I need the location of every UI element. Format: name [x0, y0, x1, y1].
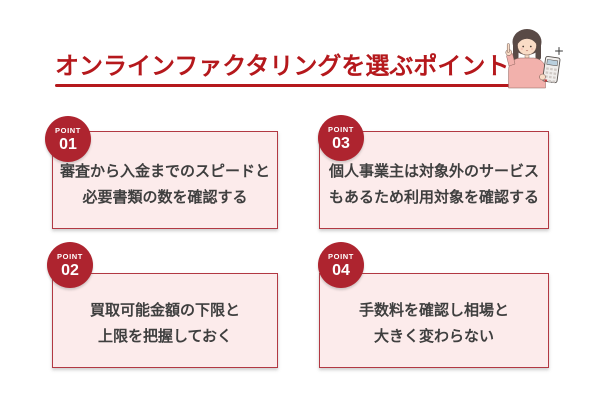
card-text-line: 大きく変わらない [373, 327, 494, 345]
point-badge-04: POINT 04 [318, 242, 364, 288]
calculator-icon [542, 55, 561, 84]
title-underline [55, 84, 521, 87]
point-badge-02: POINT 02 [47, 242, 93, 288]
point-card-01: 審査から入金までのスピードと 必要書類の数を確認する [52, 131, 278, 229]
point-badge-03: POINT 03 [318, 115, 364, 161]
badge-point-label: POINT [55, 125, 81, 135]
card-text-line: もあるため利用対象を確認する [328, 189, 539, 206]
card-text-line: 個人事業主は対象外のサービス [328, 163, 539, 180]
card-text-line: 買取可能金額の下限と [89, 301, 240, 319]
woman-with-calculator-illustration [505, 29, 563, 89]
badge-number: 03 [332, 134, 350, 152]
card-text-line: 審査から入金までのスピードと [59, 163, 270, 180]
badge-point-label: POINT [328, 251, 354, 261]
point-badge-01: POINT 01 [45, 116, 91, 162]
badge-number: 01 [59, 135, 77, 153]
point-card-02: 買取可能金額の下限と 上限を把握しておく [52, 273, 278, 368]
card-text-line: 上限を把握しておく [97, 327, 233, 345]
badge-number: 02 [61, 261, 79, 279]
point-card-04: 手数料を確認し相場と 大きく変わらない [319, 273, 549, 368]
card-text-line: 必要書類の数を確認する [82, 189, 248, 206]
card-text-line: 手数料を確認し相場と [358, 301, 509, 319]
badge-point-label: POINT [328, 124, 354, 134]
badge-number: 04 [332, 261, 350, 279]
sparkle-icon [555, 47, 563, 55]
badge-point-label: POINT [57, 251, 83, 261]
page-title: オンラインファクタリングを選ぶポイント [55, 53, 510, 80]
